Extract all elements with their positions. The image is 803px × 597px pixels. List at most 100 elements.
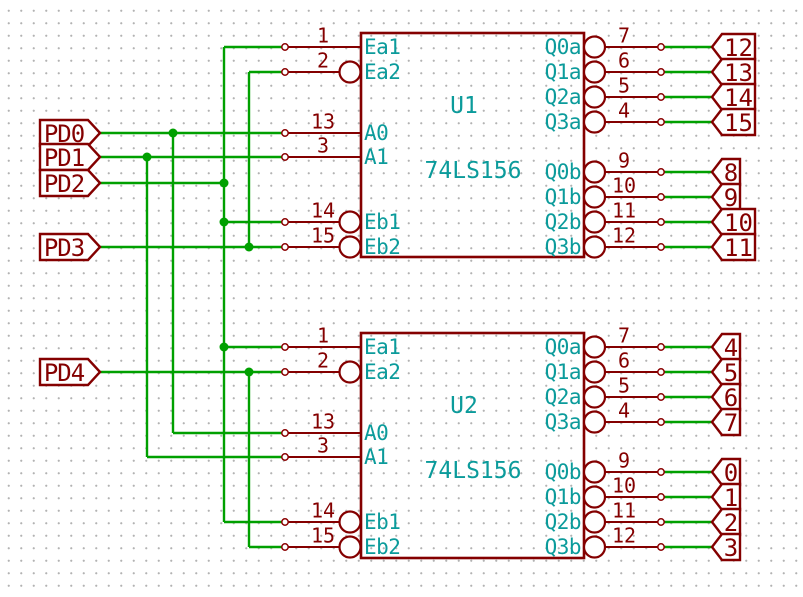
net-label-text: 1 (724, 484, 738, 512)
inversion-bubble-icon (582, 85, 607, 109)
pin-connection-point (657, 493, 665, 501)
pin-name: Eb2 (364, 235, 400, 259)
pin-name: Q1a (545, 360, 581, 384)
pin-connection-point (281, 129, 289, 137)
pin-number: 11 (612, 499, 636, 523)
component-value: 74LS156 (425, 158, 522, 184)
net-label-PD1[interactable]: PD1 (38, 142, 102, 172)
wire-junction (142, 152, 152, 162)
pin-name: A0 (364, 121, 388, 145)
net-label-3[interactable]: 3 (710, 532, 742, 562)
net-label-text: 0 (724, 459, 738, 487)
pin-U2-2[interactable]: 2 Ea2 (281, 349, 401, 385)
pin-number: 10 (612, 474, 636, 498)
net-label-PD3[interactable]: PD3 (38, 232, 102, 262)
pin-name: Q2b (545, 210, 581, 234)
pin-connection-point (657, 543, 665, 551)
pin-number: 4 (618, 99, 630, 123)
net-label-11[interactable]: 11 (710, 232, 757, 262)
inversion-bubble-icon (582, 110, 607, 134)
pin-number: 7 (618, 24, 630, 48)
pin-number: 3 (317, 134, 329, 158)
pin-number: 12 (612, 524, 636, 548)
pin-number: 6 (618, 49, 630, 73)
pin-number: 5 (618, 74, 630, 98)
net-label-8[interactable]: 8 (710, 157, 742, 187)
pin-number: 2 (317, 349, 329, 373)
pin-connection-point (657, 93, 665, 101)
pin-connection-point (281, 429, 289, 437)
net-label-13[interactable]: 13 (710, 57, 757, 87)
pin-name: Q0a (545, 35, 581, 59)
net-label-15[interactable]: 15 (710, 107, 757, 137)
net-label-7[interactable]: 7 (710, 407, 742, 437)
pin-name: Q0b (545, 460, 581, 484)
pin-number: 7 (618, 324, 630, 348)
net-label-text: 10 (724, 209, 753, 237)
pin-number: 3 (317, 434, 329, 458)
pin-number: 14 (311, 499, 335, 523)
pin-U2-11[interactable]: 11 Q2b (545, 499, 665, 535)
net-label-5[interactable]: 5 (710, 357, 742, 387)
inversion-bubble-icon (582, 385, 607, 409)
net-label-6[interactable]: 6 (710, 382, 742, 412)
net-label-outline (710, 57, 757, 87)
pin-name: Q3b (545, 235, 581, 259)
pin-name: A1 (364, 445, 388, 469)
pin-U1-7[interactable]: 7 Q0a (545, 24, 665, 60)
inversion-bubble-icon (338, 510, 362, 534)
component-reference: U2 (450, 393, 478, 419)
pin-connection-point (281, 43, 289, 51)
net-label-10[interactable]: 10 (710, 207, 757, 237)
net-label-outline (710, 207, 757, 237)
net-label-text: 15 (724, 109, 753, 137)
wire-junction (244, 367, 254, 377)
net-label-1[interactable]: 1 (710, 482, 742, 512)
inversion-bubble-icon (582, 185, 607, 209)
net-label-0[interactable]: 0 (710, 457, 742, 487)
pin-connection-point (281, 368, 289, 376)
net-label-outline (710, 107, 757, 137)
pin-name: Ea2 (364, 360, 400, 384)
pin-name: Q0a (545, 335, 581, 359)
pin-connection-point (657, 518, 665, 526)
net-label-2[interactable]: 2 (710, 507, 742, 537)
net-label-4[interactable]: 4 (710, 332, 742, 362)
net-label-PD4[interactable]: PD4 (38, 357, 102, 387)
net-label-14[interactable]: 14 (710, 82, 757, 112)
pin-name: Q2b (545, 510, 581, 534)
pin-U2-7[interactable]: 7 Q0a (545, 324, 665, 360)
net-label-9[interactable]: 9 (710, 182, 742, 212)
net-label-12[interactable]: 12 (710, 32, 757, 62)
pin-connection-point (281, 68, 289, 76)
net-label-PD2[interactable]: PD2 (38, 168, 102, 198)
pin-name: Q3a (545, 410, 581, 434)
pin-U2-3[interactable]: 3 A1 (281, 434, 389, 470)
